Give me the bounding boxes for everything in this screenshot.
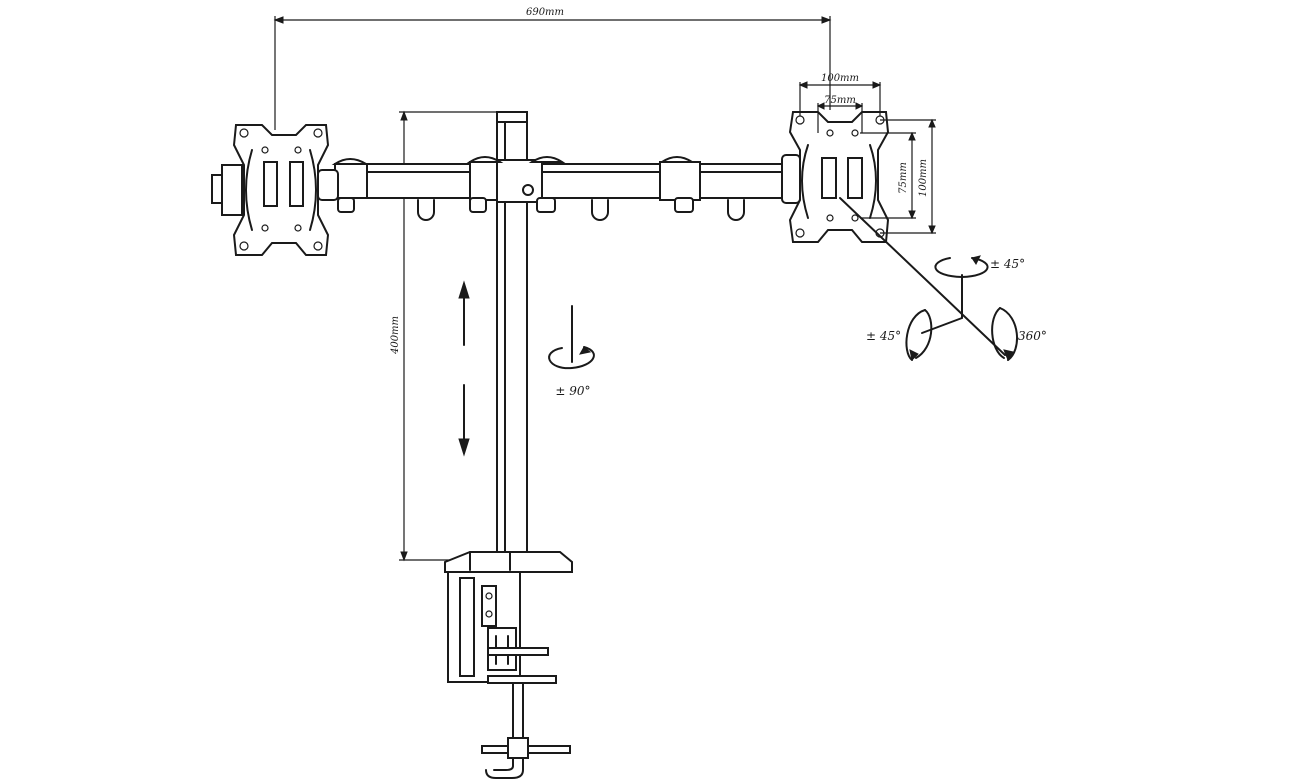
left-vesa-plate — [211, 124, 339, 256]
head-rotation-indicator: ± 45° ± 45° 360° — [839, 197, 1047, 362]
pole-swivel-label: ± 90° — [555, 384, 590, 398]
vesa-outer-width-label: 100mm — [821, 73, 859, 84]
vesa-outer-height-label: 100mm — [918, 159, 929, 197]
pole-height-label: 400mm — [390, 316, 401, 355]
pole-swivel-indicator: ± 90° — [548, 305, 595, 398]
vesa-dimensions: 100mm 75mm 75mm 100mm — [798, 73, 936, 235]
arm-span-label: 690mm — [526, 7, 564, 18]
vesa-inner-height-label: 75mm — [898, 162, 909, 194]
horizontal-arm — [331, 156, 796, 221]
head-rotate-label: 360° — [1018, 329, 1047, 343]
head-tilt-label: ± 45° — [990, 257, 1025, 271]
height-adjust-arrows — [458, 280, 470, 457]
arm-span-dimension: 690mm — [273, 7, 832, 130]
right-vesa-plate — [781, 111, 890, 243]
desk-clamp — [444, 551, 573, 779]
vesa-inner-width-label: 75mm — [824, 95, 856, 106]
head-swivel-label: ± 45° — [866, 329, 901, 343]
